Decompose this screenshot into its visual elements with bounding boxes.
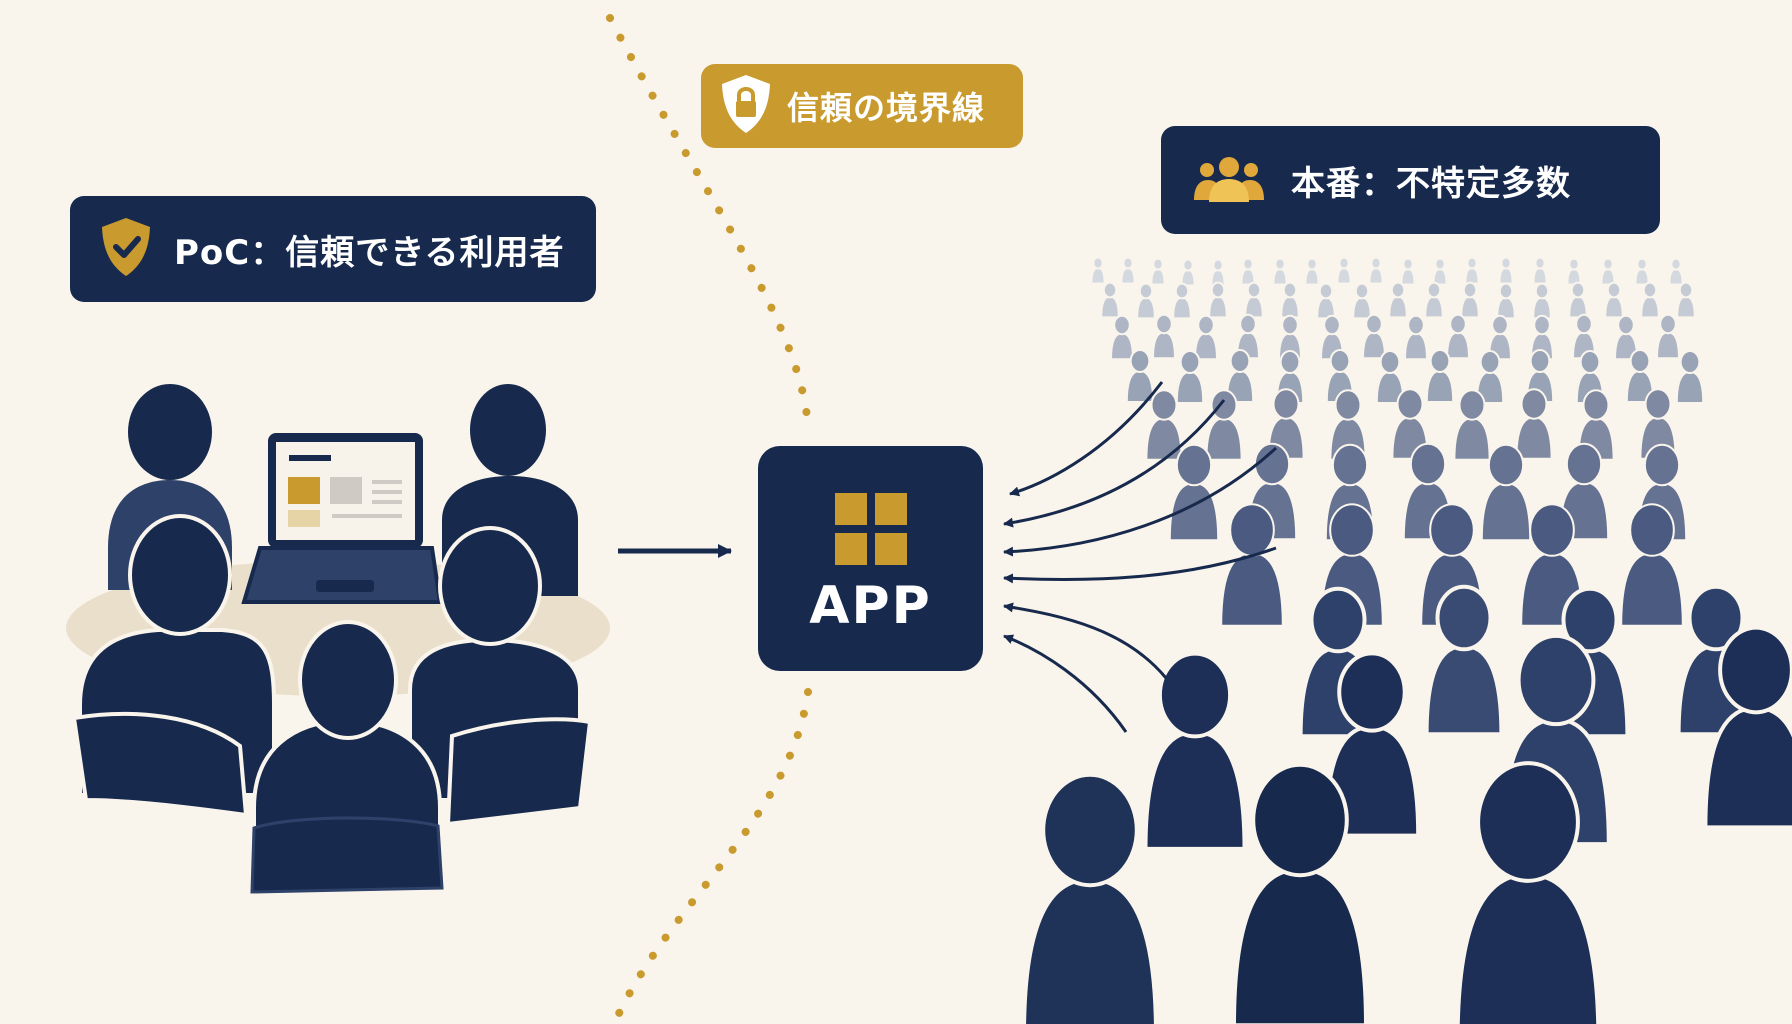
crowd-person [1205,389,1243,461]
crowd-person [1400,257,1416,286]
crowd-person [1232,762,1368,1024]
crowd-person [1175,349,1205,405]
crowd-person [1120,256,1136,285]
crowd-person [1151,313,1177,360]
crowd-person [1375,349,1405,405]
group-icon [1191,154,1267,206]
crowd-person [1620,503,1684,627]
crowd-person [1675,349,1705,405]
crowd-person [1613,314,1639,361]
crowd-person [1625,348,1655,404]
crowd-person [1460,281,1480,319]
app-node: APP [758,446,983,671]
crowd-person [1498,256,1514,285]
crowd-person [1464,256,1480,285]
person-front-left [71,514,276,818]
shield-check-icon [98,216,154,282]
trust-boundary-text: 信頼の境界線 [787,89,986,127]
laptop-icon [241,433,443,604]
crowd-person [1455,761,1601,1024]
crowd-person [1172,282,1192,320]
crowd-person [1515,388,1553,460]
trust-boundary-label: 信頼の境界線 [701,64,1023,148]
crowd-person [1316,282,1336,320]
crowd-person [1668,257,1684,286]
crowd-person [1220,503,1284,627]
crowd-person [1361,313,1387,360]
crowd-person [1180,258,1196,287]
trust-boundary-line [606,14,812,1024]
crowd-person [1280,281,1300,319]
crowd-person [1676,281,1696,319]
crowd-person [1703,625,1792,830]
crowd-person [1640,281,1660,319]
production-label-text: 本番：不特定多数 [1291,163,1571,204]
crowd-person [1475,349,1505,405]
crowd-person [1480,443,1532,542]
app-label: APP [809,576,932,636]
crowd-person [1109,314,1135,361]
crowd-person [1566,257,1582,286]
crowd-person [1568,281,1588,319]
crowd-person [1352,282,1372,320]
crowd-person [1634,257,1650,286]
crowd-person [1150,257,1166,286]
crowd-person [1403,314,1429,361]
production-label: 本番：不特定多数 [1161,126,1660,234]
crowd-person [1168,443,1220,542]
crowd-person [1022,772,1158,1024]
crowd-person [1145,389,1183,461]
crowd-person [1100,281,1120,319]
crowd-person [1604,281,1624,319]
crowd-person [1244,281,1264,319]
crowd-person [1532,256,1548,285]
crowd-person [1323,651,1421,838]
crowd-person [1143,651,1247,851]
crowd-person [1090,256,1106,285]
poc-team-illustration [66,384,610,894]
app-grid-icon [835,493,907,565]
crowd-person [1136,282,1156,320]
crowd-person [1600,257,1616,286]
crowd-person [1208,281,1228,319]
crowd-person [1424,281,1444,319]
crowd-person [1532,282,1552,320]
poc-label-text: PoC：信頼できる利用者 [174,232,565,273]
crowd-person [1304,257,1320,286]
crowd-person [1425,348,1455,404]
person-front-center [250,620,444,894]
crowd-person [1445,313,1471,360]
poc-label: PoC：信頼できる利用者 [70,196,596,302]
crowd-person [1240,257,1256,286]
person-front-right [408,526,593,827]
crowd-person [1432,257,1448,286]
crowd-person [1272,257,1288,286]
crowd-person [1571,313,1597,360]
crowd-person [1388,281,1408,319]
shield-lock-icon [719,73,773,139]
crowd-person [1453,389,1491,461]
crowd-person [1655,313,1681,360]
production-crowd [1022,256,1792,1024]
crowd-arrows [1003,381,1278,733]
crowd-person [1210,258,1226,287]
crowd-person [1496,282,1516,320]
crowd-person [1424,584,1504,737]
crowd-person [1336,256,1352,285]
crowd-person [1125,348,1155,404]
crowd-person [1193,314,1219,361]
crowd-person [1368,256,1384,285]
